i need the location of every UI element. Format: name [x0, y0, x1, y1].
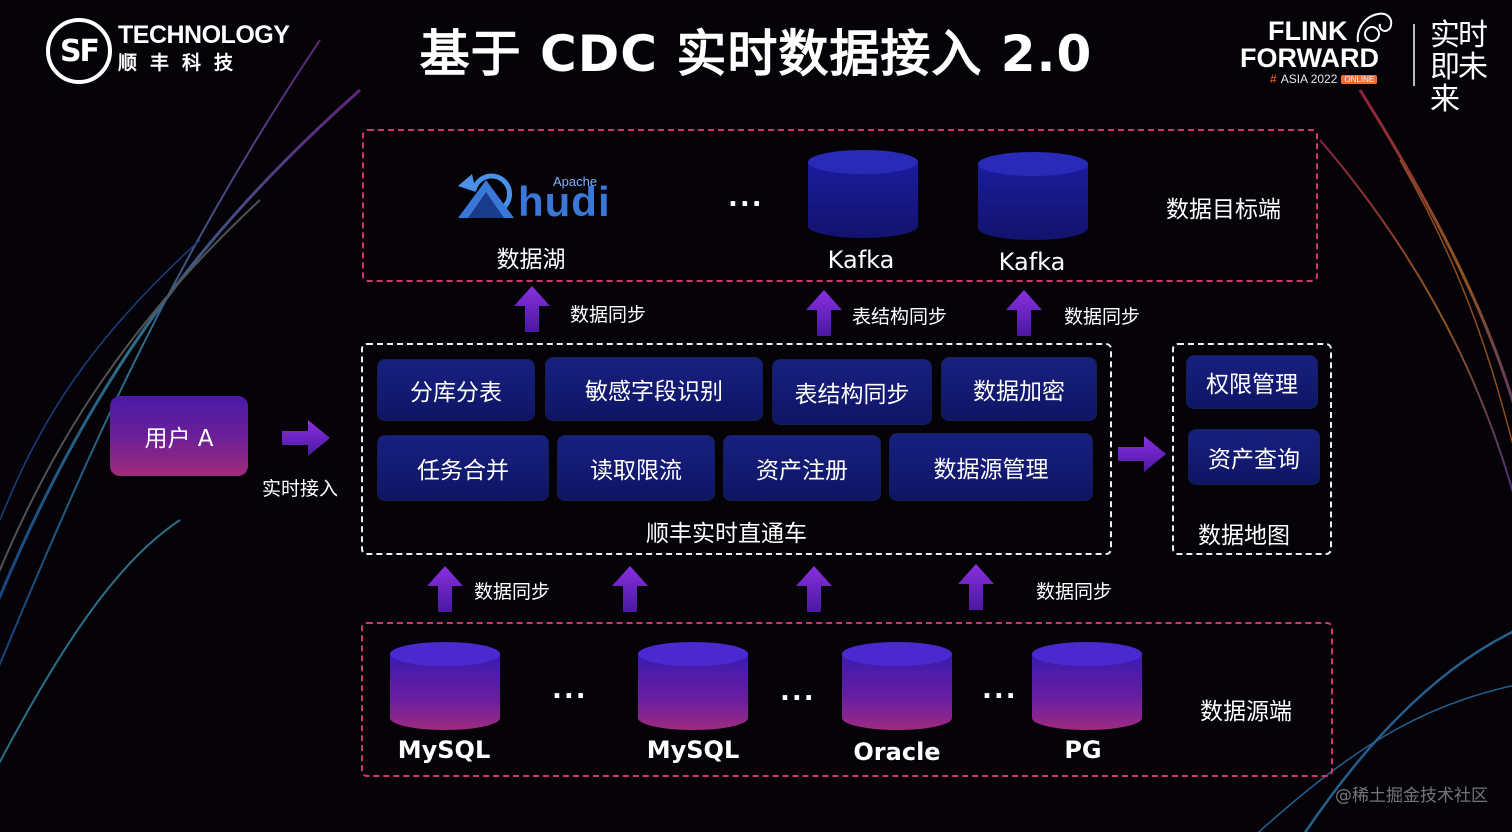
sync-label-top-mid: 表结构同步 [852, 306, 948, 328]
mysql-cylinder-1 [390, 642, 500, 730]
asset-query-button[interactable]: 资产查询 [1189, 430, 1319, 484]
arrow-up-icon [1006, 290, 1042, 336]
sync-label-top-left: 数据同步 [570, 304, 647, 326]
arrow-up-icon [806, 290, 842, 336]
hudi-icon [458, 173, 514, 218]
source-ellipsis-2: ... [780, 677, 816, 707]
sync-label-bottom-right: 数据同步 [1036, 581, 1113, 603]
sync-label-bottom-left: 数据同步 [474, 581, 551, 603]
sf-technology-logo: TECHNOLOGY 顺丰科技 [118, 21, 290, 76]
arrow-up-icon [958, 564, 994, 610]
kafka-label-1: Kafka [827, 246, 895, 274]
source-ellipsis-3: ... [982, 675, 1018, 705]
arrow-up-icon [612, 566, 648, 612]
target-ellipsis: ... [728, 183, 764, 213]
data-map-box [1172, 343, 1332, 555]
permission-mgmt-button[interactable]: 权限管理 [1187, 356, 1317, 408]
feature-task-merge-button[interactable]: 任务合并 [378, 436, 548, 500]
platform-name: 顺丰实时直通车 [646, 521, 807, 547]
pg-cylinder [1032, 642, 1142, 730]
user-a-button[interactable]: 用户 A [110, 396, 248, 476]
squirrel-icon [1356, 12, 1393, 43]
logo-title: TECHNOLOGY [118, 21, 290, 49]
ff-chinese-slogan: 实时即未来 [1430, 18, 1488, 117]
oracle-cylinder [842, 642, 952, 730]
ff-line1: FLINK [1268, 16, 1348, 46]
mysql-cylinder-2 [638, 642, 748, 730]
target-section-box [362, 129, 1318, 282]
logo-subtitle: 顺丰科技 [118, 52, 247, 74]
hudi-logo: Apache hudi [452, 160, 632, 230]
feature-schema-sync-button[interactable]: 表结构同步 [773, 360, 931, 424]
feature-rate-limit-button[interactable]: 读取限流 [558, 436, 714, 500]
page-title: 基于 CDC 实时数据接入 2.0 [419, 25, 1093, 83]
feature-encryption-button[interactable]: 数据加密 [942, 358, 1096, 420]
arrow-right-icon [1118, 436, 1166, 472]
hudi-apache-text: Apache [553, 174, 598, 189]
data-lake-label: 数据湖 [496, 247, 566, 273]
arrow-up-icon [427, 566, 463, 612]
flink-forward-logo: FLINK FORWARD # ASIA 2022 ONLINE [1240, 16, 1379, 87]
arrow-up-icon [514, 286, 550, 332]
target-section-label: 数据目标端 [1166, 197, 1281, 223]
ff-event: # ASIA 2022 ONLINE [1270, 72, 1379, 86]
oracle-label: Oracle [853, 738, 941, 766]
source-section-box [361, 622, 1333, 777]
arrow-up-icon [796, 566, 832, 612]
hudi-name-text: hudi [518, 178, 611, 225]
realtime-ingest-label: 实时接入 [262, 478, 339, 500]
feature-sharding-button[interactable]: 分库分表 [378, 360, 534, 420]
arrow-right-icon [282, 420, 330, 456]
source-section-label: 数据源端 [1200, 699, 1292, 725]
sync-label-top-right: 数据同步 [1064, 306, 1141, 328]
kafka-label-2: Kafka [998, 248, 1066, 276]
mysql-label-1: MySQL [397, 736, 491, 764]
ff-line2: FORWARD [1240, 43, 1379, 73]
mysql-label-2: MySQL [646, 736, 740, 764]
feature-sensitive-field-button[interactable]: 敏感字段识别 [546, 358, 762, 420]
feature-asset-register-button[interactable]: 资产注册 [724, 436, 880, 500]
watermark: @稀土掘金技术社区 [1335, 786, 1488, 806]
sf-logo-mark: SF [46, 18, 112, 84]
kafka-cylinder-1 [808, 150, 918, 238]
data-map-label: 数据地图 [1198, 523, 1290, 549]
platform-box [361, 343, 1112, 555]
pg-label: PG [1064, 736, 1102, 764]
feature-datasource-mgmt-button[interactable]: 数据源管理 [890, 434, 1092, 500]
header-divider [1413, 24, 1415, 86]
source-ellipsis-1: ... [552, 675, 588, 705]
kafka-cylinder-2 [978, 152, 1088, 240]
